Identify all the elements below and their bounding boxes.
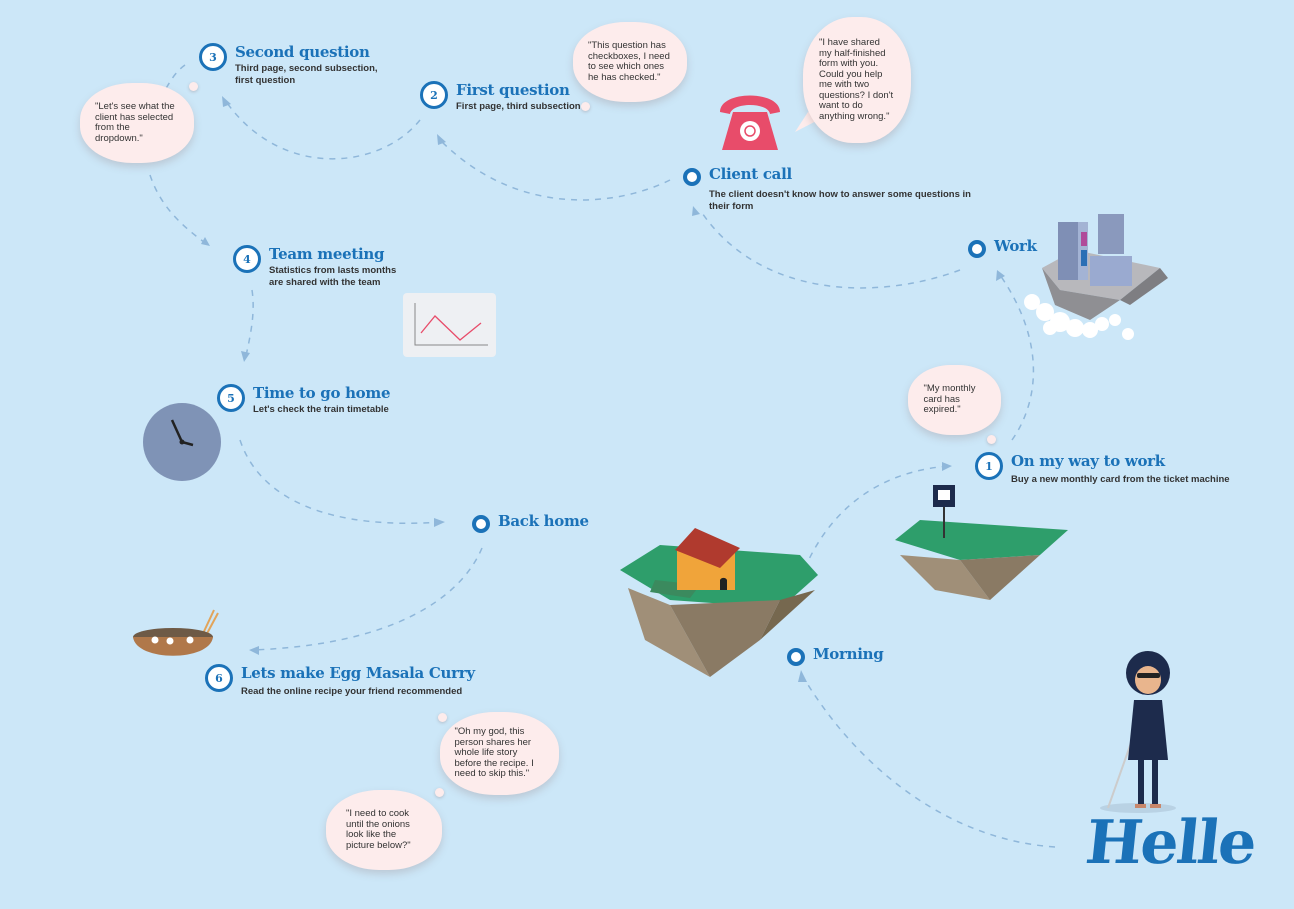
node-subtitle: The client doesn't know how to answer so…	[709, 189, 971, 212]
node-title: Work	[994, 237, 1037, 255]
speech-bubble-checkboxes: "This question has checkboxes, I need to…	[573, 22, 687, 102]
bubble-text: "Let's see what the client has selected …	[95, 101, 175, 144]
step-number-marker: 4	[233, 245, 261, 273]
node-title: Morning	[813, 645, 884, 663]
bubble-text: "My monthly card has expired."	[923, 383, 976, 416]
node-on-my-way-to-work: 1 On my way to work Buy a new monthly ca…	[975, 452, 1261, 486]
telephone-icon	[720, 95, 780, 150]
node-title: Lets make Egg Masala Curry	[241, 664, 475, 682]
bubble-dot	[435, 788, 444, 797]
node-title: Team meeting	[269, 245, 385, 263]
curry-bowl-icon	[133, 609, 219, 656]
node-subtitle: Let's check the train timetable	[253, 404, 389, 415]
node-first-question: 2 First question First page, third subse…	[420, 81, 596, 113]
bubble-dot	[438, 713, 447, 722]
waypoint-marker	[683, 168, 701, 186]
node-work: Work	[968, 237, 1037, 258]
node-time-to-go-home: 5 Time to go home Let's check the train …	[217, 384, 413, 416]
bubble-text: "I have shared my half-finished form wit…	[819, 37, 894, 122]
line-chart-icon	[403, 293, 496, 357]
node-client-call: Client call The client doesn't know how …	[683, 165, 977, 213]
step-number-marker: 6	[205, 664, 233, 692]
node-title: Client call	[709, 165, 792, 183]
waypoint-marker	[472, 515, 490, 533]
waypoint-marker	[968, 240, 986, 258]
speech-bubble-card: "My monthly card has expired."	[908, 365, 1001, 435]
speech-bubble-recipe: "Oh my god, this person shares her whole…	[440, 712, 559, 795]
node-second-question: 3 Second question Third page, second sub…	[199, 43, 385, 87]
node-subtitle: Third page, second subsection, first que…	[235, 63, 378, 86]
speech-bubble-onions: "I need to cook until the onions look li…	[326, 790, 442, 870]
node-title: Second question	[235, 43, 370, 61]
node-title: Back home	[498, 512, 589, 530]
node-team-meeting: 4 Team meeting Statistics from lasts mon…	[233, 245, 409, 289]
step-number-marker: 1	[975, 452, 1003, 480]
speech-bubble-dropdown: "Let's see what the client has selected …	[80, 83, 194, 163]
node-title: First question	[456, 81, 570, 99]
bubble-dot	[581, 102, 590, 111]
clock-icon	[143, 403, 221, 481]
bubble-text: "I need to cook until the onions look li…	[346, 808, 411, 851]
node-subtitle: Statistics from lasts months are shared …	[269, 265, 397, 288]
node-morning: Morning	[787, 645, 884, 666]
waypoint-marker	[787, 648, 805, 666]
brand-title: Helle	[1082, 808, 1259, 878]
step-number-marker: 5	[217, 384, 245, 412]
path-arrowheads	[201, 96, 1005, 682]
bubble-dot	[189, 82, 198, 91]
person-icon	[1100, 651, 1176, 813]
city-buildings-icon	[1024, 214, 1168, 340]
house-icon	[620, 528, 818, 677]
step-number-marker: 3	[199, 43, 227, 71]
journey-path	[149, 64, 1056, 848]
train-sign-icon	[895, 485, 1068, 600]
bubble-dot	[987, 435, 996, 444]
speech-bubble-call: "I have shared my half-finished form wit…	[803, 17, 911, 143]
node-title: On my way to work	[1011, 452, 1165, 470]
node-back-home: Back home	[472, 512, 589, 533]
step-number-marker: 2	[420, 81, 448, 109]
node-subtitle: Read the online recipe your friend recom…	[241, 686, 463, 697]
bubble-text: "Oh my god, this person shares her whole…	[454, 726, 534, 780]
node-title: Time to go home	[253, 384, 391, 402]
bubble-text: "This question has checkboxes, I need to…	[588, 40, 670, 83]
node-egg-masala-curry: 6 Lets make Egg Masala Curry Read the on…	[205, 664, 491, 698]
node-subtitle: First page, third subsection	[456, 101, 581, 112]
node-subtitle: Buy a new monthly card from the ticket m…	[1011, 474, 1230, 485]
